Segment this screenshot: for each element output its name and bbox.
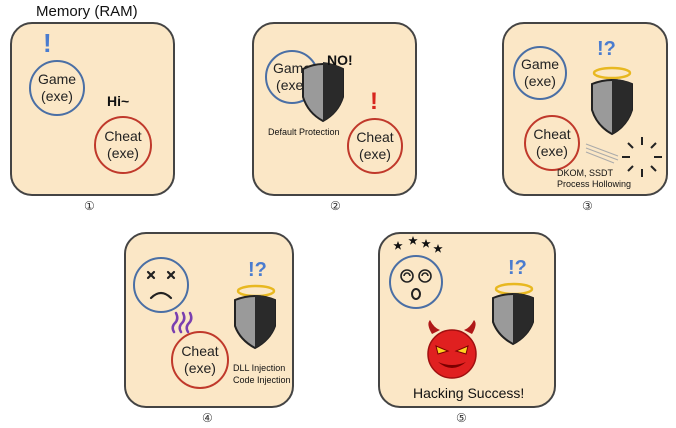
shield-icon: [302, 62, 344, 123]
cheat-exe-label: (exe): [359, 146, 391, 162]
cheat-exe-label: (exe): [536, 143, 568, 159]
panel-4-question: !?: [248, 259, 267, 281]
cheat-label: Cheat: [181, 343, 219, 359]
game-circle: Game (exe): [265, 50, 319, 104]
game-circle: Game (exe): [29, 60, 85, 116]
code-injection-label: Code Injection: [233, 375, 291, 385]
dkom-ssdt-label: DKOM, SSDT: [557, 168, 614, 178]
panel-3-question: !?: [597, 38, 616, 60]
default-protection-label: Default Protection: [268, 127, 340, 137]
motion-lines-icon: [585, 143, 619, 164]
panel-1-number: ①: [84, 199, 95, 213]
panel-1: [10, 22, 175, 196]
cheat-circle: Cheat (exe): [171, 331, 229, 389]
hi-speech: Hi~: [107, 93, 130, 109]
shield-icon: [591, 79, 633, 136]
game-exe-label: (exe): [41, 88, 73, 104]
shield-icon: [492, 293, 534, 346]
dll-injection-label: DLL Injection: [233, 363, 286, 373]
sad-face-icon: [133, 257, 189, 313]
game-exe-label: (exe): [276, 77, 308, 93]
dizzy-face-icon: [389, 255, 443, 309]
game-label: Game: [272, 60, 312, 76]
cheat-label: Cheat: [356, 129, 394, 145]
devil-face-icon: [427, 320, 477, 379]
game-exe-label: (exe): [524, 73, 556, 89]
halo-icon: [592, 66, 632, 80]
burst-icon: [622, 137, 662, 177]
game-label: Game: [520, 56, 560, 72]
cheat-circle: Cheat (exe): [524, 115, 580, 171]
cheat-circle: Cheat (exe): [347, 118, 403, 174]
wavy-lines-icon: [171, 311, 193, 334]
cheat-exe-label: (exe): [107, 145, 139, 161]
hacking-success-label: Hacking Success!: [413, 385, 525, 401]
panel-3-number: ③: [582, 199, 593, 213]
panel-4-number: ④: [202, 411, 213, 425]
cheat-label: Cheat: [104, 128, 142, 144]
game-circle: Game (exe): [513, 46, 567, 100]
panel-5-question: !?: [508, 257, 527, 279]
cheat-exe-label: (exe): [184, 360, 216, 376]
panel-5-number: ⑤: [456, 411, 467, 425]
panel-2-exclamation: !: [370, 88, 378, 115]
cheat-circle: Cheat (exe): [94, 116, 152, 174]
cheat-label: Cheat: [533, 126, 571, 142]
panel-2-number: ②: [330, 199, 341, 213]
stars-icon: [393, 236, 443, 253]
panel-1-exclamation: !: [43, 28, 52, 58]
process-hollowing-label: Process Hollowing: [557, 179, 632, 189]
shield-icon: [234, 295, 276, 350]
game-label: Game: [37, 71, 77, 87]
no-speech: NO!: [327, 52, 353, 68]
memory-title: Memory (RAM): [36, 3, 138, 20]
